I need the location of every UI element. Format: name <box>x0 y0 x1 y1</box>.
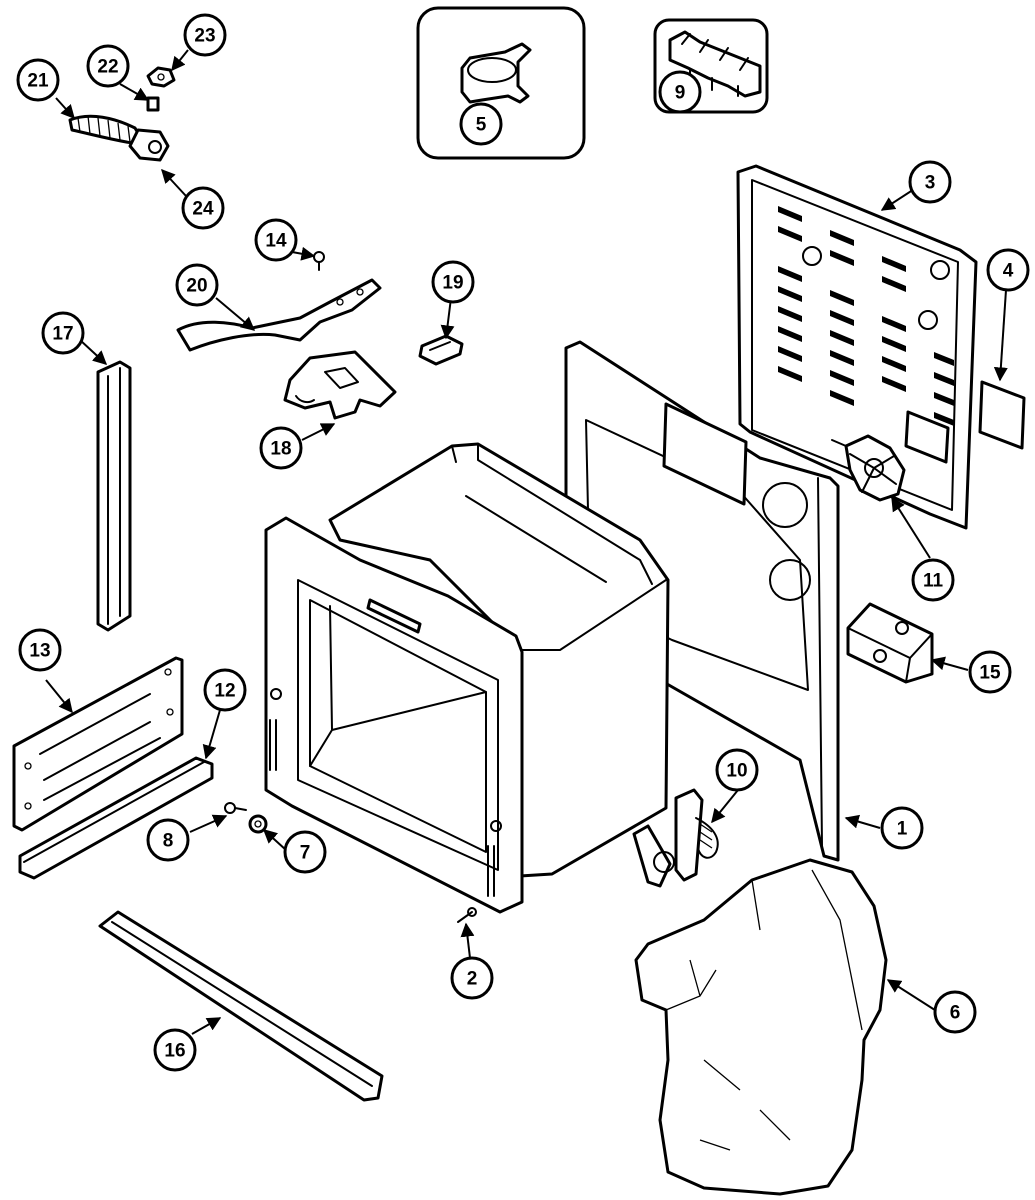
svg-text:10: 10 <box>726 761 747 782</box>
callout-1: 1 <box>880 806 924 850</box>
part-18-latch <box>283 350 397 420</box>
part-14-screw <box>313 251 325 271</box>
part-3-rear-panel <box>736 164 978 530</box>
svg-text:13: 13 <box>29 641 50 662</box>
callout-16: 16 <box>153 1028 197 1072</box>
callout-7: 7 <box>283 830 327 874</box>
part-11-fan <box>831 434 906 502</box>
svg-text:22: 22 <box>97 57 118 78</box>
callout-9: 9 <box>658 70 702 114</box>
part-8-screw <box>224 802 247 814</box>
callout-3: 3 <box>908 160 952 204</box>
oven-front-frame <box>264 516 524 914</box>
part-20-handle <box>176 278 382 352</box>
part-2-screw <box>457 907 477 923</box>
svg-text:2: 2 <box>467 969 478 990</box>
svg-text:8: 8 <box>163 831 174 852</box>
callout-23: 23 <box>183 13 227 57</box>
svg-text:16: 16 <box>164 1041 185 1062</box>
svg-text:14: 14 <box>265 231 287 252</box>
part-13-panel <box>12 656 184 832</box>
part-19-switch <box>418 334 464 366</box>
svg-text:11: 11 <box>923 571 944 592</box>
callout-17: 17 <box>41 311 85 355</box>
part-15-bracket <box>846 602 934 684</box>
callout-15: 15 <box>968 650 1012 694</box>
callout-6: 6 <box>933 990 977 1034</box>
callout-21: 21 <box>16 58 60 102</box>
part-22-fitting <box>146 96 160 112</box>
part-6-insulation <box>634 858 888 1196</box>
callout-18: 18 <box>259 426 303 470</box>
part-17-rail <box>96 360 132 632</box>
svg-text:12: 12 <box>214 681 235 702</box>
callout-12: 12 <box>203 668 247 712</box>
part-23-nut <box>146 66 176 88</box>
callout-24: 24 <box>181 186 225 230</box>
svg-text:9: 9 <box>675 83 686 104</box>
part-16-channel <box>98 910 384 1102</box>
callout-2: 2 <box>450 956 494 1000</box>
callout-19: 19 <box>431 260 475 304</box>
callout-8: 8 <box>146 818 190 862</box>
svg-text:20: 20 <box>186 276 207 297</box>
part-10-hinge <box>632 788 719 888</box>
callout-5: 5 <box>459 102 503 146</box>
callout-11: 11 <box>911 558 955 602</box>
svg-text:5: 5 <box>476 115 487 136</box>
svg-text:17: 17 <box>52 324 73 345</box>
svg-text:15: 15 <box>979 663 1001 684</box>
svg-text:24: 24 <box>192 199 214 220</box>
part-4-plate <box>978 380 1026 450</box>
part-12-strip <box>18 756 214 880</box>
callout-10: 10 <box>715 748 759 792</box>
svg-text:21: 21 <box>27 71 49 92</box>
callout-13: 13 <box>18 628 62 672</box>
callout-22: 22 <box>86 44 130 88</box>
leader-lines <box>45 49 1008 1035</box>
callout-4: 4 <box>986 248 1030 292</box>
svg-text:3: 3 <box>925 173 936 194</box>
callout-20: 20 <box>175 263 219 307</box>
svg-text:19: 19 <box>442 273 463 294</box>
svg-text:6: 6 <box>950 1003 961 1024</box>
part-5-inset <box>416 6 586 160</box>
callout-14: 14 <box>254 218 298 262</box>
svg-text:23: 23 <box>194 26 215 47</box>
part-21-hose <box>68 114 170 162</box>
svg-text:1: 1 <box>897 819 908 840</box>
svg-text:18: 18 <box>270 439 291 460</box>
svg-text:7: 7 <box>300 843 311 864</box>
svg-text:4: 4 <box>1003 261 1014 282</box>
part-7-grommet <box>248 814 268 834</box>
